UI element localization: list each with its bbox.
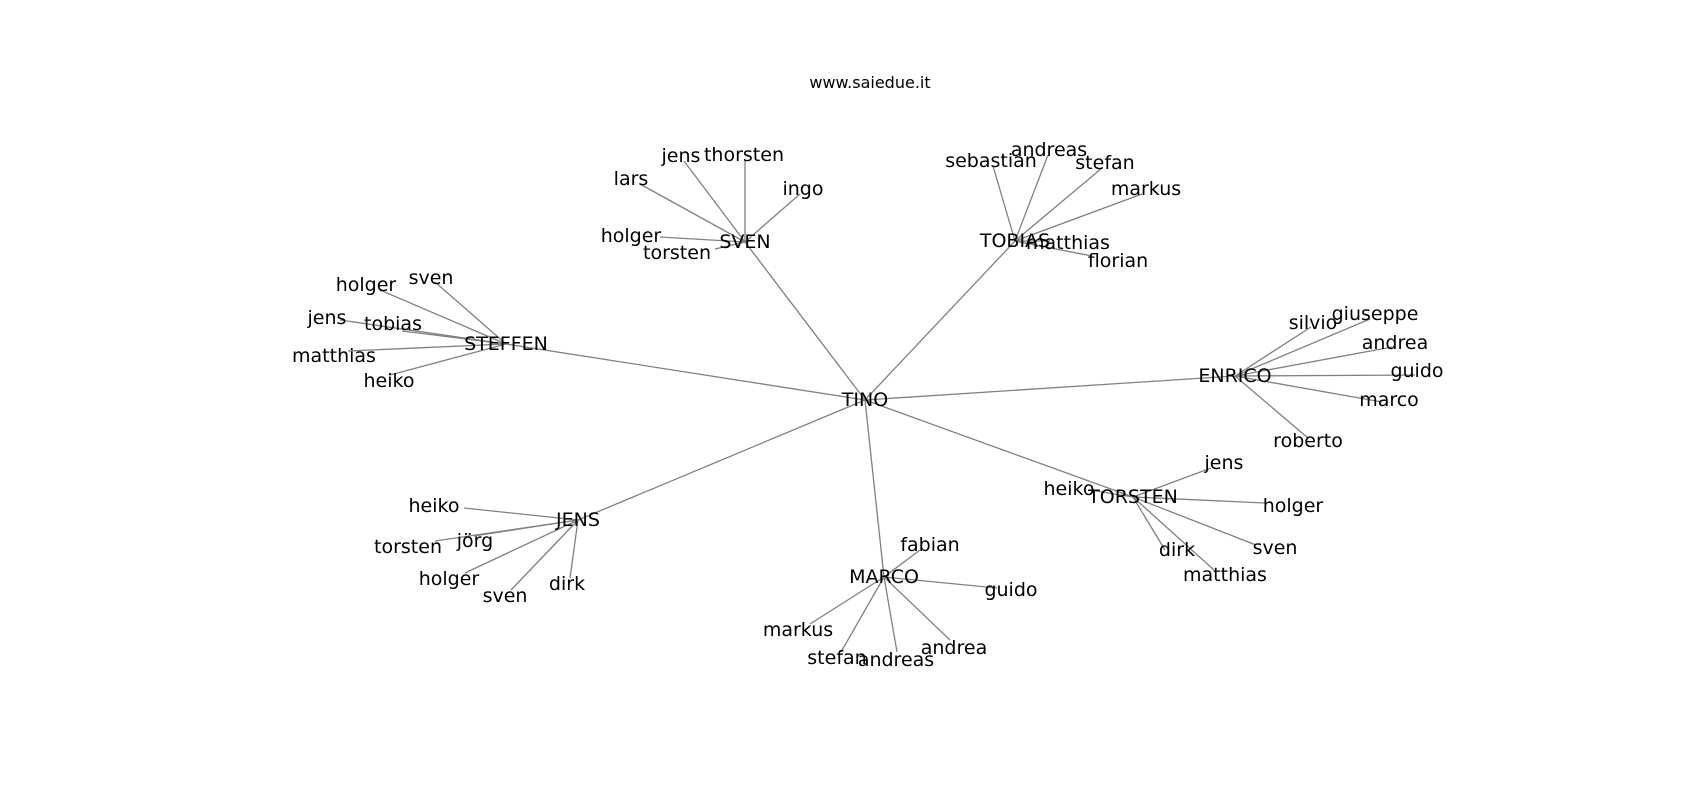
node-leaf-torsten-dirk: dirk bbox=[1159, 539, 1195, 561]
node-leaf-tobias-andreas: andreas bbox=[1011, 139, 1087, 161]
edge-root-tobias bbox=[864, 240, 1016, 401]
node-leaf-tobias-sebastian: sebastian bbox=[945, 150, 1037, 172]
node-leaf-torsten-heiko: heiko bbox=[1044, 478, 1095, 500]
node-leaf-tobias-florian: florian bbox=[1088, 250, 1148, 272]
edge-torsten-heiko bbox=[1089, 489, 1134, 498]
edge-jens-sven bbox=[510, 519, 579, 591]
edge-enrico-andrea bbox=[1234, 346, 1393, 377]
node-hub-torsten: TORSTEN bbox=[1087, 486, 1178, 508]
node-leaf-marco-fabian: fabian bbox=[900, 534, 959, 556]
node-hub-jens: JENS bbox=[555, 509, 600, 531]
edge-enrico-silvio bbox=[1234, 326, 1312, 377]
node-leaf-jens-torsten: torsten bbox=[374, 536, 442, 558]
edge-torsten-jens bbox=[1132, 467, 1212, 498]
node-leaf-enrico-guido: guido bbox=[1390, 360, 1443, 382]
edge-tobias-stefan bbox=[1014, 167, 1103, 242]
edge-marco-andreas bbox=[883, 576, 898, 653]
edge-steffen-heiko bbox=[389, 343, 507, 376]
node-leaf-torsten-jens: jens bbox=[1204, 452, 1244, 474]
node-leaf-steffen-matthias: matthias bbox=[292, 345, 376, 367]
edge-root-marco bbox=[864, 399, 885, 578]
node-hub-tobias: TOBIAS bbox=[979, 230, 1050, 252]
node-leaf-steffen-heiko: heiko bbox=[364, 370, 415, 392]
node-leaf-torsten-sven: sven bbox=[1253, 537, 1298, 559]
edge-tobias-florian bbox=[1014, 240, 1093, 257]
node-leaf-jens-holger: holger bbox=[419, 568, 480, 590]
node-leaf-steffen-jens: jens bbox=[307, 307, 347, 329]
node-leaf-jens-jörg: jörg bbox=[456, 530, 493, 552]
edge-root-steffen bbox=[505, 343, 866, 401]
edge-torsten-dirk bbox=[1132, 496, 1166, 551]
node-hub-enrico: ENRICO bbox=[1198, 365, 1271, 387]
edge-jens-holger bbox=[464, 519, 579, 574]
node-leaf-jens-sven: sven bbox=[483, 585, 528, 607]
edge-torsten-matthias bbox=[1132, 496, 1215, 571]
node-leaf-steffen-tobias: tobias bbox=[364, 313, 422, 335]
node-leaf-sven-holger: holger bbox=[601, 225, 662, 247]
node-leaf-tobias-matthias: matthias bbox=[1026, 232, 1110, 254]
node-leaf-enrico-andrea: andrea bbox=[1362, 332, 1428, 354]
node-leaf-enrico-marco: marco bbox=[1359, 389, 1419, 411]
edge-sven-ingo bbox=[744, 193, 801, 243]
edge-tobias-sebastian bbox=[992, 165, 1016, 242]
edge-jens-heiko bbox=[463, 507, 579, 521]
edge-enrico-guido bbox=[1234, 374, 1416, 377]
node-leaf-sven-lars: lars bbox=[614, 168, 649, 190]
edge-enrico-roberto bbox=[1234, 375, 1309, 439]
node-root: TINO bbox=[841, 389, 888, 411]
edge-enrico-marco bbox=[1234, 375, 1383, 403]
diagram-title: www.saiedue.it bbox=[809, 73, 930, 92]
edge-sven-holger bbox=[659, 236, 746, 243]
node-leaf-enrico-giuseppe: giuseppe bbox=[1332, 303, 1419, 325]
edges-layer bbox=[339, 154, 1416, 653]
edge-enrico-giuseppe bbox=[1234, 318, 1371, 377]
node-leaf-torsten-matthias: matthias bbox=[1183, 564, 1267, 586]
edge-tobias-markus bbox=[1014, 193, 1143, 242]
edge-jens-dirk bbox=[569, 519, 579, 579]
node-leaf-marco-guido: guido bbox=[984, 579, 1037, 601]
edge-marco-markus bbox=[809, 576, 885, 625]
node-hub-marco: MARCO bbox=[849, 566, 919, 588]
edge-sven-jens bbox=[683, 160, 746, 243]
edge-marco-stefan bbox=[840, 576, 885, 653]
node-leaf-sven-ingo: ingo bbox=[782, 178, 823, 200]
edge-tobias-andreas bbox=[1014, 154, 1049, 242]
node-leaf-jens-heiko: heiko bbox=[409, 495, 460, 517]
edge-sven-torsten bbox=[714, 241, 746, 250]
node-hub-sven: SVEN bbox=[719, 231, 770, 253]
node-leaf-sven-torsten: torsten bbox=[643, 242, 711, 264]
node-leaf-marco-andrea: andrea bbox=[921, 637, 987, 659]
edge-root-enrico bbox=[864, 375, 1236, 401]
edge-torsten-holger bbox=[1132, 496, 1266, 504]
edge-sven-lars bbox=[639, 183, 746, 243]
edge-steffen-holger bbox=[379, 289, 507, 345]
edge-torsten-sven bbox=[1132, 496, 1257, 546]
edge-steffen-sven bbox=[434, 281, 507, 345]
node-hub-steffen: STEFFEN bbox=[464, 333, 548, 355]
edge-steffen-tobias bbox=[401, 330, 507, 345]
node-leaf-sven-jens: jens bbox=[661, 145, 701, 167]
node-leaf-steffen-holger: holger bbox=[336, 274, 397, 296]
node-leaf-sven-thorsten: thorsten bbox=[704, 144, 784, 166]
edge-marco-andrea bbox=[883, 576, 951, 641]
node-leaf-steffen-sven: sven bbox=[409, 267, 454, 289]
edge-root-jens bbox=[577, 399, 866, 521]
node-leaf-torsten-holger: holger bbox=[1263, 495, 1324, 517]
node-leaf-marco-stefan: stefan bbox=[807, 647, 866, 669]
edge-root-torsten bbox=[864, 399, 1134, 498]
node-leaf-marco-markus: markus bbox=[763, 619, 833, 641]
node-leaf-enrico-roberto: roberto bbox=[1273, 430, 1343, 452]
node-leaf-jens-dirk: dirk bbox=[549, 573, 585, 595]
node-leaf-enrico-silvio: silvio bbox=[1289, 312, 1338, 334]
edge-root-sven bbox=[744, 241, 866, 401]
edge-steffen-matthias bbox=[347, 343, 507, 352]
edge-marco-fabian bbox=[883, 549, 921, 578]
node-leaf-tobias-stefan: stefan bbox=[1075, 152, 1134, 174]
node-leaf-tobias-markus: markus bbox=[1111, 178, 1181, 200]
node-leaf-marco-andreas: andreas bbox=[858, 649, 934, 671]
edge-marco-guido bbox=[883, 576, 998, 589]
edge-jens-jörg bbox=[473, 519, 579, 537]
